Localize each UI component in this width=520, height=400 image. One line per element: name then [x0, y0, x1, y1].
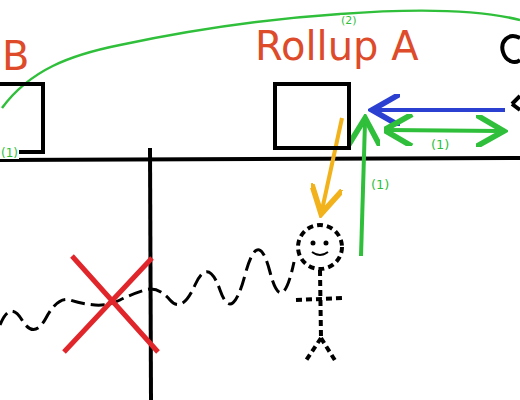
ground-line	[0, 158, 520, 160]
box-outline	[273, 82, 351, 150]
green-double-arrow	[388, 130, 500, 131]
green-up-arrow	[361, 122, 365, 256]
node-box: B	[2, 36, 29, 76]
dashed-person	[296, 225, 344, 362]
callout-number: (1)	[370, 178, 390, 191]
red-cross	[64, 256, 158, 352]
person-head	[502, 36, 520, 62]
callout-number: (1)	[430, 138, 450, 151]
orange-arrow	[322, 118, 342, 210]
green-curve	[2, 11, 520, 108]
box-outline	[0, 82, 45, 154]
wall-line	[150, 148, 151, 400]
box-heading: B	[2, 36, 29, 76]
box-heading: Rollup A	[255, 26, 419, 66]
dashed-person-face	[312, 242, 329, 256]
node-box: Rollup A	[255, 26, 419, 66]
callout-number: (1)	[0, 147, 19, 159]
callout-number: (2)	[340, 15, 358, 26]
blue-arrow	[376, 108, 505, 112]
person-arm	[512, 96, 520, 110]
